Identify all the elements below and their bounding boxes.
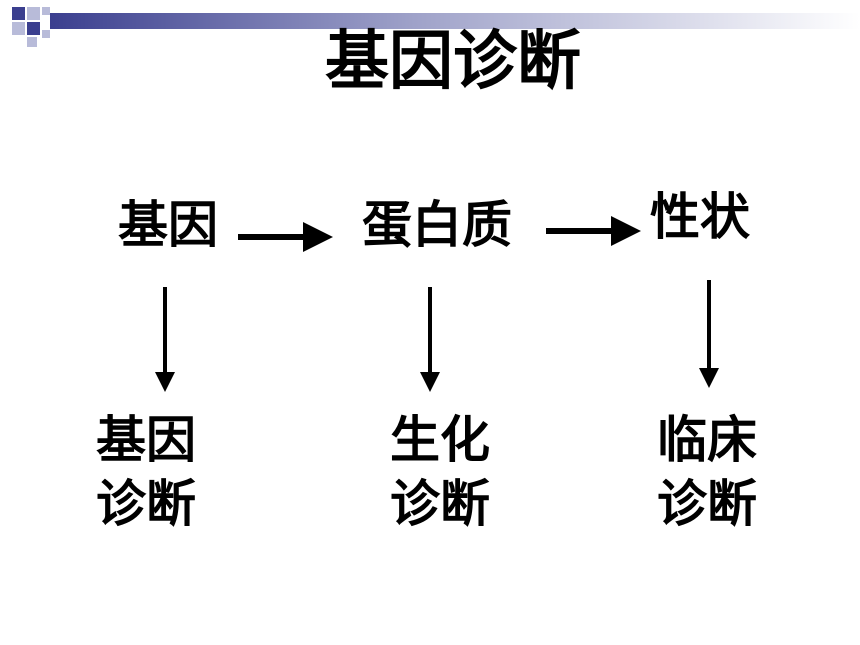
decor-square bbox=[27, 22, 40, 35]
decor-square bbox=[42, 7, 50, 15]
clinical-diagnosis-line1: 临床 bbox=[657, 411, 757, 469]
flow-node-gene: 基因 bbox=[118, 196, 218, 254]
decor-square bbox=[12, 7, 25, 20]
header-decoration bbox=[12, 7, 860, 47]
page-title: 基因诊断 bbox=[325, 25, 581, 99]
decor-gradient-band bbox=[50, 13, 860, 29]
decor-square bbox=[27, 7, 40, 20]
biochemical-diagnosis-label: 生化 诊断 bbox=[390, 408, 490, 536]
flow-node-protein: 蛋白质 bbox=[362, 196, 512, 254]
gene-diagnosis-line2: 诊断 bbox=[96, 475, 196, 533]
biochemical-diagnosis-line2: 诊断 bbox=[390, 475, 490, 533]
biochemical-diagnosis-line1: 生化 bbox=[390, 411, 490, 469]
gene-diagnosis-label: 基因 诊断 bbox=[96, 408, 196, 536]
decor-square bbox=[42, 30, 50, 38]
gene-diagnosis-line1: 基因 bbox=[96, 411, 196, 469]
decor-square bbox=[27, 37, 37, 47]
decor-square bbox=[12, 22, 25, 35]
clinical-diagnosis-line2: 诊断 bbox=[657, 475, 757, 533]
flow-node-trait: 性状 bbox=[650, 188, 750, 246]
clinical-diagnosis-label: 临床 诊断 bbox=[657, 408, 757, 536]
